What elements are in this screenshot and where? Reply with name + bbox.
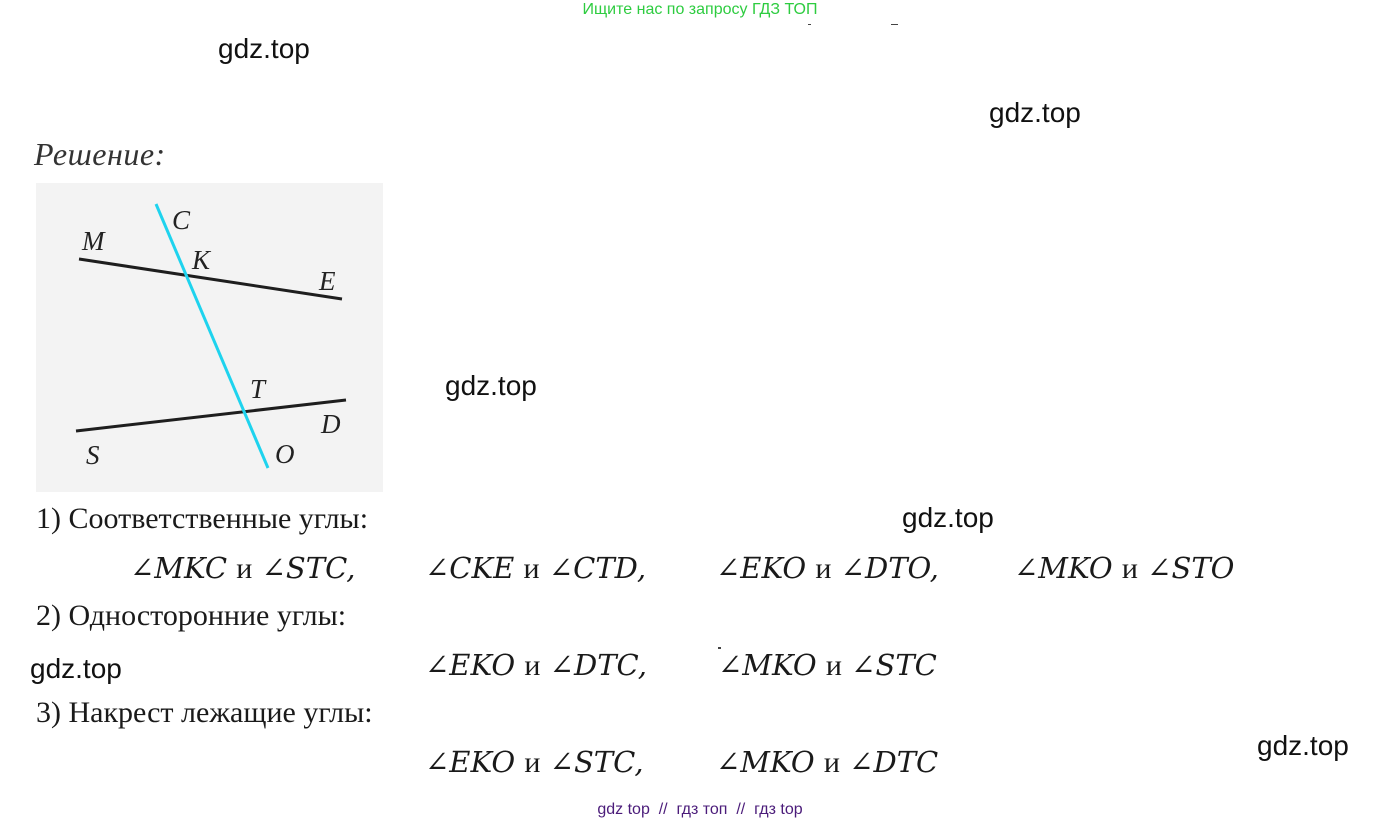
angle: ∠STC (261, 551, 347, 585)
angle: ∠MKC (130, 551, 228, 585)
separator: , (636, 551, 647, 585)
geometry-diagram: C M K E T D S O (75, 203, 347, 470)
solution-heading: Решение: (34, 136, 166, 172)
watermark: gdz.top (902, 502, 994, 533)
and-word: и (523, 552, 540, 585)
angle: ∠STO (1147, 551, 1235, 585)
item-title: 2) Односторонние углы: (36, 599, 347, 632)
angle: ∠DTO (840, 551, 930, 585)
footer-link[interactable]: gdz top (597, 801, 650, 818)
angle: ∠EKO (716, 551, 807, 585)
and-word: и (236, 552, 253, 585)
label-e: E (318, 266, 336, 296)
item-title: 3) Накрест лежащие углы: (36, 696, 373, 729)
footer-links: gdz top // гдз топ // гдз top (0, 801, 1400, 819)
watermark: gdz.top (30, 653, 122, 684)
angle: ∠DTC (549, 648, 638, 682)
label-d: D (320, 409, 341, 439)
separator: , (634, 745, 644, 779)
stray-mark (718, 647, 721, 649)
transversal-co (154, 203, 270, 469)
search-hint: Ищите нас по запросу ГДЗ ТОП (0, 1, 1400, 19)
angle-pair: ∠EKO и ∠STC, (425, 745, 644, 780)
angle: ∠MKO (1014, 551, 1113, 585)
and-word: и (524, 746, 541, 779)
separator: , (929, 551, 939, 585)
angle-pair: ∠MKO и ∠STO (1014, 551, 1234, 586)
separator: , (637, 648, 647, 682)
angle-pair: ∠MKC и ∠STC, (130, 551, 355, 586)
angle: ∠MKO (716, 745, 815, 779)
and-word: и (825, 649, 842, 682)
divider-mark (808, 24, 811, 25)
label-c: C (172, 205, 191, 235)
divider-mark (891, 24, 898, 25)
angle: ∠STC (851, 648, 937, 682)
footer-separator: // (658, 801, 668, 818)
angle: ∠EKO (425, 745, 516, 779)
label-m: M (81, 226, 106, 256)
and-word: и (1121, 552, 1138, 585)
angle-pair: ∠CKE и ∠CTD, (425, 551, 646, 586)
footer-link[interactable]: гдз top (754, 801, 803, 818)
item-title: 1) Соответственные углы: (36, 502, 369, 535)
angle: ∠MKO (718, 648, 817, 682)
watermark: gdz.top (445, 370, 537, 401)
separator: , (346, 551, 356, 585)
watermark: gdz.top (1257, 730, 1349, 761)
watermark: gdz.top (218, 33, 310, 64)
search-hint-text[interactable]: Ищите нас по запросу ГДЗ ТОП (582, 1, 818, 18)
line-me (78, 257, 343, 301)
angle: ∠DTC (849, 745, 939, 779)
angle-pair: ∠EKO и ∠DTC, (425, 648, 647, 683)
and-word: и (823, 746, 840, 779)
line-sd (75, 398, 347, 433)
angle-pair: ∠MKO и ∠DTC (716, 745, 938, 780)
footer-link[interactable]: гдз топ (676, 801, 728, 818)
and-word: и (524, 649, 541, 682)
footer-separator: // (736, 801, 746, 818)
angle: ∠CKE (425, 551, 515, 585)
and-word: и (815, 552, 832, 585)
angle: ∠STC (549, 745, 635, 779)
angle: ∠CTD (548, 551, 637, 585)
label-s: S (86, 440, 100, 470)
label-t: T (250, 374, 267, 404)
label-k: K (191, 245, 212, 275)
angle: ∠EKO (425, 648, 516, 682)
watermark: gdz.top (989, 97, 1081, 128)
angle-pair: ∠MKO и ∠STC (718, 648, 937, 683)
label-o: O (275, 439, 295, 469)
geometry-figure: C M K E T D S O (36, 183, 383, 492)
angle-pair: ∠EKO и ∠DTO, (716, 551, 939, 586)
